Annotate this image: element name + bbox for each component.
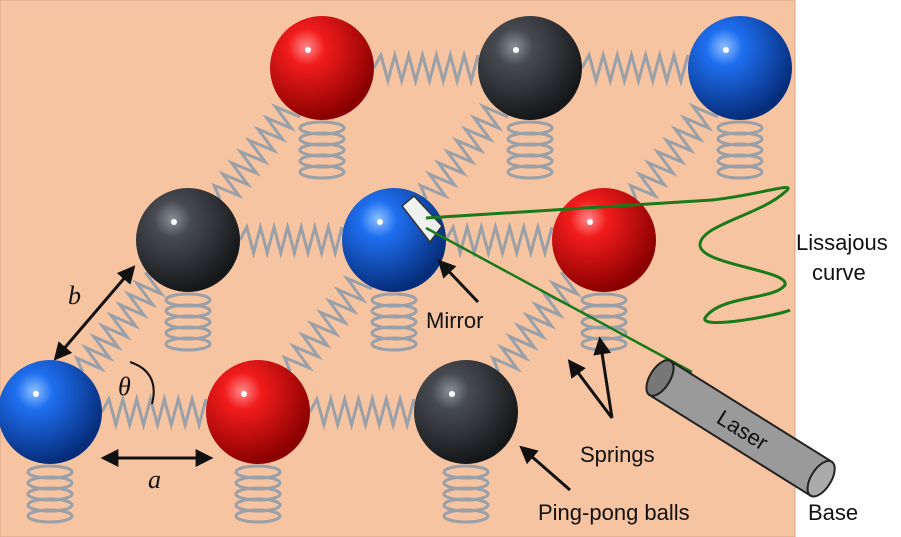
diagonal-spring: [211, 103, 301, 200]
horizontal-spring: [238, 221, 344, 259]
ball-highlight: [377, 219, 383, 225]
ball-highlight: [241, 391, 247, 397]
laser-beam: [425, 226, 693, 374]
ball-highlight: [33, 391, 39, 397]
springs-arrow-left: [567, 359, 614, 419]
vertical-spring: [506, 120, 554, 180]
springs-arrow-right: [593, 336, 614, 419]
lissajous-label-line2: curve: [812, 260, 866, 285]
ball-highlight: [305, 47, 311, 53]
ping-pong-ball-dark: [414, 360, 518, 464]
a-label: a: [148, 465, 161, 494]
mirror-arrow: [437, 259, 480, 304]
diagonal-spring: [489, 271, 582, 373]
ping-pong-ball-red: [270, 16, 374, 120]
balls-layer: [0, 16, 792, 464]
horizontal-spring: [372, 49, 480, 87]
ping-pong-ball-blue: [0, 360, 102, 464]
vertical-spring: [164, 292, 212, 352]
ping-pong-ball-red: [552, 188, 656, 292]
mirror-label: Mirror: [426, 308, 483, 333]
vertical-spring: [370, 292, 418, 352]
horizontal-spring: [308, 393, 416, 431]
theta-label: θ: [118, 372, 131, 401]
ping-pong-ball-red: [206, 360, 310, 464]
balls-arrow: [519, 445, 571, 492]
b-arrow: [53, 265, 136, 361]
lissajous-curve: [425, 185, 791, 325]
vertical-spring: [26, 464, 74, 524]
ball-highlight: [513, 47, 519, 53]
ping-pong-ball-dark: [136, 188, 240, 292]
springs-label: Springs: [580, 442, 655, 467]
horizontal-spring: [100, 393, 208, 431]
ball-highlight: [723, 47, 729, 53]
horizontal-spring: [444, 221, 554, 259]
vertical-spring: [442, 464, 490, 524]
springs-layer: [26, 49, 764, 524]
vertical-spring: [716, 120, 764, 180]
theta-arc: [129, 361, 155, 405]
vertical-spring: [298, 120, 346, 180]
balls-label: Ping-pong balls: [538, 500, 690, 525]
base-label: Base: [808, 500, 858, 525]
ball-highlight: [587, 219, 593, 225]
lissajous-label-line1: Lissajous: [796, 230, 888, 255]
ping-pong-ball-blue: [688, 16, 792, 120]
vertical-spring: [234, 464, 282, 524]
diagonal-spring: [417, 102, 509, 200]
ball-highlight: [171, 219, 177, 225]
diagonal-spring: [627, 102, 719, 200]
horizontal-spring: [580, 49, 690, 87]
ball-highlight: [449, 391, 455, 397]
diagonal-spring: [281, 274, 373, 372]
ping-pong-ball-dark: [478, 16, 582, 120]
b-label: b: [68, 281, 81, 310]
